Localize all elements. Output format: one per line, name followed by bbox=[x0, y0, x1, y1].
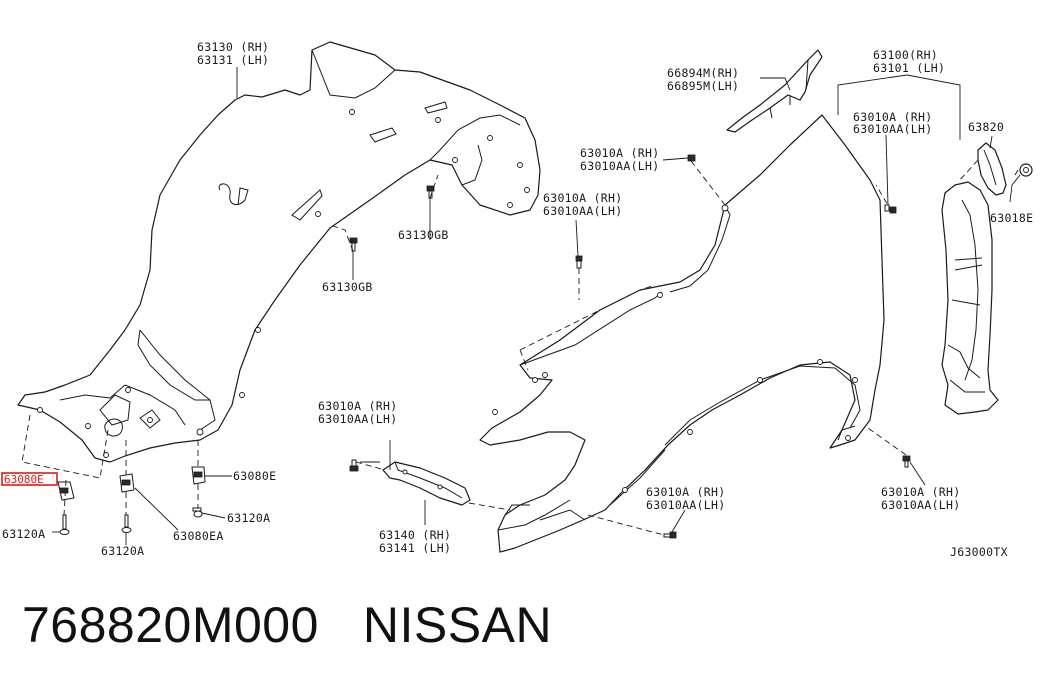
diagram-code: J63000TX bbox=[950, 545, 1008, 559]
bolt-63010a-left[interactable] bbox=[349, 459, 359, 472]
label-63010a-right: 63010A (RH) bbox=[853, 110, 932, 124]
bolt-63010a-bottom-right[interactable] bbox=[902, 455, 911, 468]
bolt-63130gb-upper[interactable] bbox=[426, 185, 435, 199]
label-63010a-bottom-right: 63010A (RH) bbox=[881, 485, 960, 499]
label-63130: 63130 (RH) bbox=[197, 40, 269, 54]
label-63100: 63100(RH) bbox=[873, 48, 938, 62]
label-63080ea: 63080EA bbox=[173, 529, 224, 543]
fender-moulding[interactable] bbox=[726, 49, 823, 133]
brand-name: NISSAN bbox=[362, 597, 553, 653]
screw-63120a-1[interactable] bbox=[59, 514, 70, 535]
bolt-63130gb-lower[interactable] bbox=[349, 237, 358, 252]
label-66894m: 66894M(RH) bbox=[667, 66, 739, 80]
front-fender-panel[interactable] bbox=[479, 114, 885, 553]
screw-63120a-2[interactable] bbox=[121, 514, 132, 533]
fender-protector[interactable] bbox=[941, 181, 999, 415]
label-63010aa-bottom-right: 63010AA(LH) bbox=[881, 498, 960, 512]
clip-63080e[interactable] bbox=[191, 466, 206, 485]
label-63010aa-bottom: 63010AA(LH) bbox=[646, 498, 725, 512]
clip-63018e[interactable] bbox=[1014, 163, 1033, 177]
label-63010aa-right: 63010AA(LH) bbox=[853, 122, 932, 136]
screw-63120a-3[interactable] bbox=[192, 507, 203, 518]
label-63120a-2: 63120A bbox=[101, 544, 144, 558]
label-63010a-mid: 63010A (RH) bbox=[543, 191, 622, 205]
label-63120a-1: 63120A bbox=[2, 527, 45, 541]
bolt-63010a-top[interactable] bbox=[687, 154, 696, 162]
label-63010a-left: 63010A (RH) bbox=[318, 399, 397, 413]
fasteners bbox=[57, 154, 911, 539]
label-63141: 63141 (LH) bbox=[379, 541, 451, 555]
label-63080e: 63080E bbox=[233, 469, 276, 483]
label-63010a-top: 63010A (RH) bbox=[580, 146, 659, 160]
bolt-63010a-mid[interactable] bbox=[575, 255, 583, 269]
fender-seal[interactable] bbox=[977, 142, 1007, 196]
label-63010aa-left: 63010AA(LH) bbox=[318, 412, 397, 426]
label-63140: 63140 (RH) bbox=[379, 528, 451, 542]
label-63130gb-upper: 63130GB bbox=[398, 228, 449, 242]
label-63018e: 63018E bbox=[990, 211, 1033, 225]
label-63131: 63131 (LH) bbox=[197, 53, 269, 67]
label-63101: 63101 (LH) bbox=[873, 61, 945, 75]
bolt-63010a-bottom[interactable] bbox=[663, 531, 677, 539]
clip-63080ea[interactable] bbox=[119, 473, 135, 493]
leader-lines bbox=[21, 67, 1021, 545]
label-63010aa-top: 63010AA(LH) bbox=[580, 159, 659, 173]
label-66895m: 66895M(LH) bbox=[667, 79, 739, 93]
label-63820: 63820 bbox=[968, 120, 1004, 134]
part-number: 768820M000 bbox=[22, 597, 319, 653]
bolt-63010a-right[interactable] bbox=[884, 204, 897, 214]
label-63120a-3: 63120A bbox=[227, 511, 270, 525]
label-63130gb-lower: 63130GB bbox=[322, 280, 373, 294]
fender-bracket[interactable] bbox=[382, 461, 471, 506]
label-63010aa-mid: 63010AA(LH) bbox=[543, 204, 622, 218]
label-63080e-selected: 63080E bbox=[4, 473, 44, 486]
callout-labels: 63130 (RH) 63131 (LH) 63130GB 63130GB 66… bbox=[1, 40, 1033, 559]
footer-caption: 768820M000 NISSAN bbox=[22, 596, 552, 654]
highlighted-part-63080e[interactable]: 63080E bbox=[1, 472, 58, 486]
label-63010a-bottom: 63010A (RH) bbox=[646, 485, 725, 499]
fender-liner[interactable] bbox=[17, 41, 541, 463]
